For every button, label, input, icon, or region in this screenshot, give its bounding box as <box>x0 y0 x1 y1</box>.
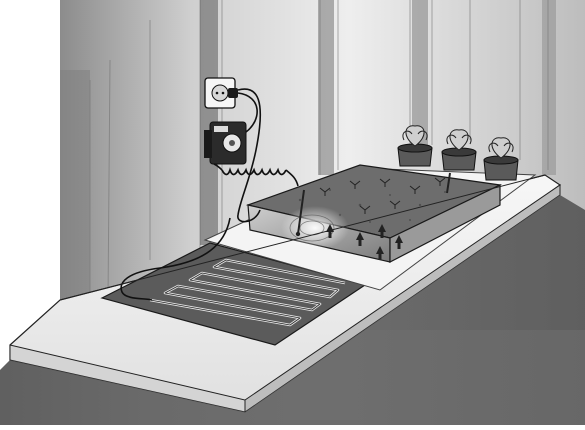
thermostat-icon <box>204 122 246 164</box>
socket-icon <box>205 78 238 108</box>
